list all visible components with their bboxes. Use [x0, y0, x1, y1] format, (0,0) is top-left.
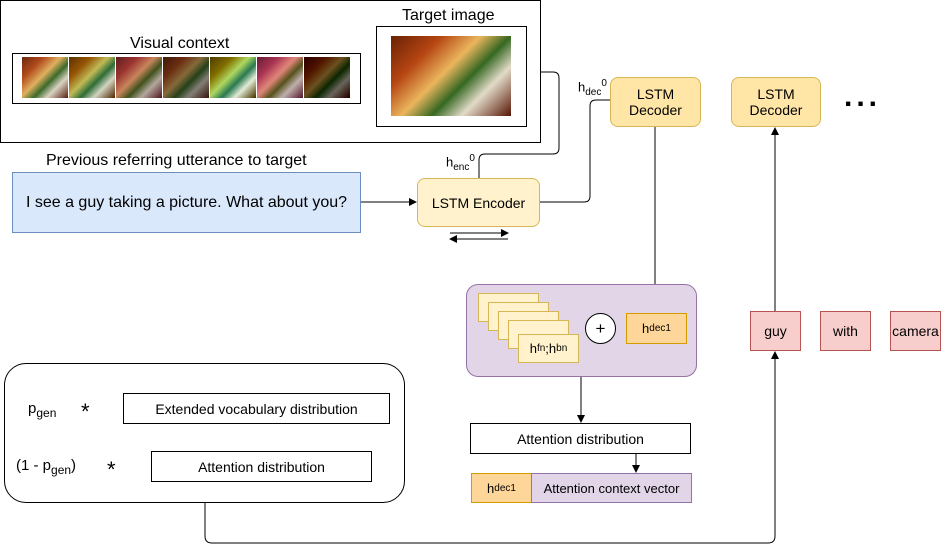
- continuation-ellipsis: ...: [844, 80, 882, 113]
- h-dec-0-label: hdec0: [578, 78, 607, 98]
- h-enc-sub: enc: [453, 161, 470, 173]
- hb-sup: n: [561, 343, 568, 354]
- visual-context-label: Visual context: [130, 35, 230, 52]
- extended-vocab-box: Extended vocabulary distribution: [123, 393, 390, 424]
- hb-main: h: [548, 341, 557, 356]
- lstm-decoder-1: LSTM Decoder: [610, 77, 701, 127]
- utterance-box: I see a guy taking a picture. What about…: [12, 172, 361, 233]
- one-minus-close: ): [71, 457, 77, 474]
- hf-sup: n: [539, 343, 546, 354]
- generation-panel: [4, 363, 405, 503]
- h-enc-label: henc0: [446, 153, 475, 173]
- output-word-camera: camera: [890, 311, 941, 351]
- lstm-encoder: LSTM Encoder: [417, 178, 540, 227]
- one-minus-p-gen-label: (1 - pgen): [16, 457, 76, 477]
- context-image-2: [69, 57, 115, 98]
- hdec1c-sup: 1: [510, 482, 516, 494]
- context-image-1: [22, 57, 68, 98]
- one-minus-sub: gen: [51, 463, 72, 477]
- context-image-3: [116, 57, 162, 98]
- plus-circle: +: [585, 313, 616, 344]
- hf-main: h: [529, 341, 537, 356]
- output-word-guy: guy: [750, 311, 801, 351]
- hb-sub: b: [556, 343, 562, 354]
- attention-context-vector-box: Attention context vector: [531, 473, 692, 503]
- context-image-7: [304, 57, 350, 98]
- utterance-title: Previous referring utterance to target: [46, 152, 307, 169]
- one-minus-open: (1 - p: [16, 457, 52, 474]
- hdec1-sup: 1: [665, 323, 671, 334]
- generation-to-guy-arrow: [204, 351, 779, 544]
- attention-distribution-box: Attention distribution: [470, 423, 691, 454]
- target-image: [391, 36, 511, 116]
- multiply-star-1: *: [81, 399, 90, 424]
- h-enc-sup: 0: [469, 153, 475, 164]
- hf-sub: f: [536, 343, 540, 354]
- hf-hb-sep: ;: [545, 341, 549, 356]
- hdec1c-sub: dec: [494, 482, 511, 494]
- attention-dist-gen-box: Attention distribution: [151, 451, 372, 482]
- hdec1-main: h: [642, 321, 650, 336]
- p-gen-label: pgen: [28, 400, 56, 420]
- hdec1-sub: dec: [649, 323, 666, 334]
- p-gen-main: p: [28, 400, 37, 417]
- p-gen-sub: gen: [36, 406, 57, 420]
- context-to-encoder-line: [478, 71, 560, 178]
- encoder-to-decoder-line: [540, 99, 610, 203]
- context-image-5: [210, 57, 256, 98]
- h-dec0-main: h: [578, 79, 586, 95]
- hdec1c-main: h: [487, 480, 495, 496]
- context-image-4: [163, 57, 209, 98]
- output-word-with: with: [820, 311, 871, 351]
- h-enc-main: h: [446, 154, 454, 170]
- multiply-star-2: *: [107, 457, 116, 482]
- context-image-6: [257, 57, 303, 98]
- h-dec0-sub: dec: [585, 86, 602, 98]
- h-dec0-sup: 0: [601, 78, 607, 89]
- lstm-decoder-2: LSTM Decoder: [731, 77, 821, 127]
- visual-context-images: [22, 57, 350, 98]
- target-image-label: Target image: [402, 7, 495, 24]
